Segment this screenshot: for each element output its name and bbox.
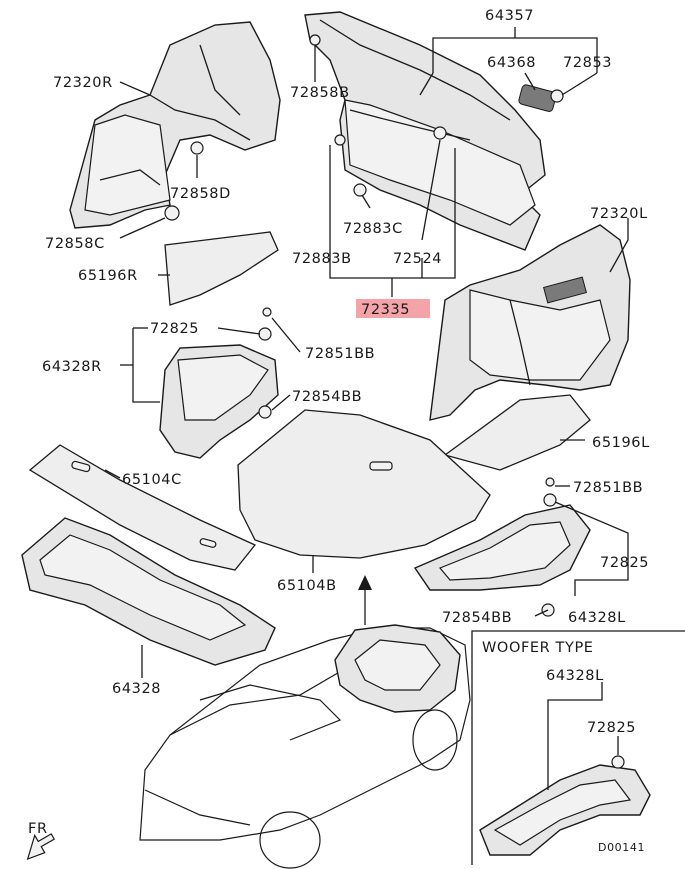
label-65196l: 65196L: [592, 435, 650, 451]
label-64368: 64368: [487, 55, 536, 71]
label-72858d: 72858D: [170, 186, 231, 202]
mat-65104b: [237, 409, 491, 559]
mat-65104c: [28, 444, 257, 571]
label-72524: 72524: [393, 251, 442, 267]
mat-65104b-slot: [369, 461, 393, 471]
label-65104b: 65104B: [277, 578, 337, 594]
label-72825-a: 72825: [150, 321, 199, 337]
label-64328: 64328: [112, 681, 161, 697]
screw-72851bb-a: [262, 307, 272, 317]
clip-72858b: [309, 34, 321, 46]
label-72854bb-a: 72854BB: [292, 389, 362, 405]
label-72335: 72335: [361, 302, 410, 318]
label-65104c: 65104C: [122, 472, 182, 488]
label-72854bb-b: 72854BB: [442, 610, 512, 626]
trim-72320l: [429, 224, 631, 421]
tray-64328r: [159, 344, 279, 459]
clip-72853: [550, 89, 564, 103]
highlight-72335: [356, 299, 430, 318]
label-72858c: 72858C: [45, 236, 105, 252]
label-72883c: 72883C: [343, 221, 403, 237]
clip-72825-c: [611, 755, 625, 769]
clip-72858d: [190, 141, 204, 155]
label-64357: 64357: [485, 8, 534, 24]
front-direction: FR: [26, 821, 56, 861]
label-72825-c: 72825: [587, 720, 636, 736]
woofer-type-title: WOOFER TYPE: [482, 640, 594, 656]
leader-lines: [104, 27, 629, 790]
screw-72851bb-b: [545, 477, 555, 487]
mat-65196l: [443, 394, 591, 471]
arrow-head-icon: [358, 575, 372, 590]
front-arrow-icon: [26, 833, 56, 861]
part-labels: 64357 64368 72853 72320R 72858B 72858D 7…: [42, 8, 650, 854]
label-64328l-a: 64328L: [568, 610, 626, 626]
label-72853: 72853: [563, 55, 612, 71]
label-65196r: 65196R: [78, 268, 138, 284]
label-72883b: 72883B: [292, 251, 352, 267]
fr-label: FR: [28, 821, 48, 837]
label-64328l-b: 64328L: [546, 668, 604, 684]
fasteners: [164, 34, 564, 617]
clip-72825-b: [543, 493, 557, 507]
car-outline: [139, 624, 471, 869]
tray-64328: [21, 517, 276, 666]
mat-65104c-slot-b: [199, 538, 217, 548]
label-64328r: 64328R: [42, 359, 102, 375]
clip-72825-a: [258, 327, 272, 341]
tray-64328l: [413, 504, 591, 591]
mat-65104c-slot-a: [71, 460, 91, 473]
assembly-arrow: [358, 575, 372, 625]
label-72320l: 72320L: [590, 206, 648, 222]
label-72320r: 72320R: [53, 75, 113, 91]
clip-72854bb-a: [258, 405, 272, 419]
mat-65196r: [164, 231, 279, 306]
woofer-type-box: WOOFER TYPE: [471, 630, 685, 865]
clip-72858c: [164, 205, 180, 221]
label-72851bb-b: 72851BB: [573, 480, 643, 496]
trim-72335: [304, 11, 557, 251]
label-72858b: 72858B: [290, 85, 350, 101]
drawing-code: D00141: [598, 841, 645, 854]
label-72851bb-a: 72851BB: [305, 346, 375, 362]
label-72825-b: 72825: [600, 555, 649, 571]
